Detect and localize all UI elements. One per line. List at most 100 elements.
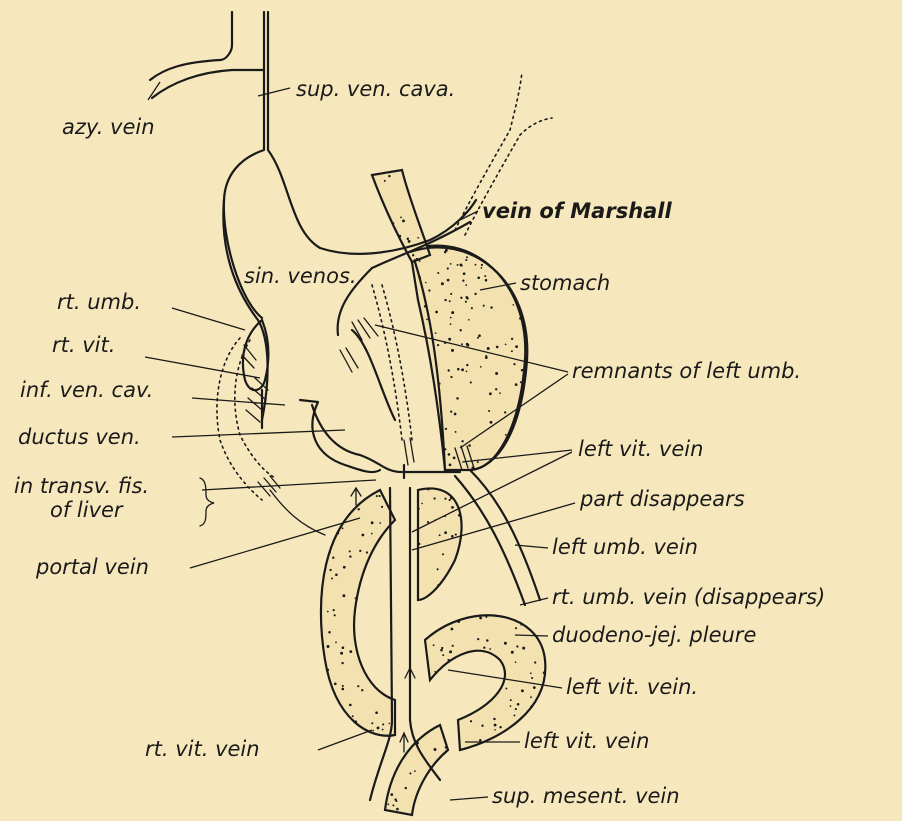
stipple-dot [496, 346, 499, 349]
stipple-dot [445, 249, 448, 252]
label-left-vit-vein-3: left vit. vein [524, 729, 649, 753]
stipple-dot [435, 311, 438, 314]
stipple-dot [512, 304, 514, 306]
leader-rt-umb [172, 308, 245, 330]
stipple-dot [381, 506, 383, 508]
stipple-dot [442, 654, 444, 656]
label-left-umb-vein: left umb. vein [552, 535, 698, 559]
stipple-dot [395, 800, 397, 802]
stipple-dot [349, 650, 352, 653]
stipple-dot [450, 628, 453, 631]
stipple-dot [483, 305, 485, 307]
stipple-dot [378, 495, 380, 497]
stipple-dot [343, 566, 346, 569]
stipple-dot [484, 275, 486, 277]
stipple-dot [534, 661, 536, 663]
stipple-dot [515, 627, 517, 629]
stipple-dot [490, 421, 493, 424]
label-part-disappears: part disappears [579, 487, 745, 511]
transv-fis-branch [270, 490, 325, 535]
stipple-dot [335, 642, 337, 644]
stipple-dot [465, 296, 467, 298]
stipple-dot [398, 235, 401, 238]
stipple-dot [400, 217, 402, 219]
stipple-dot [396, 808, 399, 811]
stipple-dot [349, 704, 352, 707]
stipple-dot [504, 411, 506, 413]
stipple-dot [454, 413, 457, 416]
stipple-dot [357, 508, 359, 510]
stipple-dot [504, 642, 507, 645]
stipple-dot [352, 715, 354, 717]
stipple-dot [460, 329, 462, 331]
stipple-dot [332, 557, 334, 559]
stipple-dot [485, 279, 488, 282]
leader-svc [258, 88, 290, 96]
stipple-dot [465, 259, 467, 261]
label-sup-mesent-vein: sup. mesent. vein [492, 784, 680, 808]
stipple-dot [355, 597, 357, 599]
stipple-dot [416, 258, 418, 260]
stipple-dot [510, 705, 512, 707]
stipple-dot [460, 297, 462, 299]
stipple-dot [474, 293, 476, 295]
stipple-dot [461, 343, 463, 345]
stipple-dot [441, 647, 443, 649]
stipple-dot [379, 522, 381, 524]
stipple-dot [329, 551, 331, 553]
stipple-dot [366, 551, 368, 553]
stipple-dot [479, 739, 482, 742]
stipple-dot [465, 301, 467, 303]
stipple-dot [449, 464, 452, 467]
label-sup-ven-cava: sup. ven. cava. [296, 77, 455, 101]
stipple-dot [447, 279, 450, 282]
flow-arrow-small [400, 733, 408, 752]
stipple-dot [433, 497, 435, 499]
stipple-dot [354, 720, 357, 723]
stipple-dot [495, 372, 498, 375]
stipple-dot [477, 337, 479, 339]
stipple-dot [371, 533, 373, 535]
stipple-dot [371, 521, 374, 524]
label-rt-vit-vein: rt. vit. vein [145, 737, 260, 761]
stipple-dot [448, 338, 451, 341]
stipple-dot [499, 392, 501, 394]
label-duodeno-jej-pleure: duodeno-jej. pleure [552, 623, 756, 647]
stipple-dot [461, 440, 463, 442]
stipple-dot [510, 699, 512, 701]
stipple-dot [530, 706, 533, 709]
stipple-dot [433, 644, 435, 646]
stipple-dot [412, 254, 414, 256]
stipple-dot [418, 543, 420, 545]
stipple-dot [493, 718, 495, 720]
stipple-dot [494, 729, 496, 731]
stipple-dot [382, 729, 384, 731]
stipple-dot [533, 686, 536, 689]
stipple-dot [453, 457, 456, 460]
label-portal-vein: portal vein [35, 555, 149, 579]
stipple-dot [447, 659, 449, 661]
stipple-dot [466, 344, 469, 347]
stipple-dot [450, 376, 452, 378]
stipple-dot [451, 349, 454, 352]
stipple-dot [349, 555, 351, 557]
stipple-dot [392, 804, 394, 806]
stipple-dot [477, 638, 479, 640]
stipple-dot [449, 300, 451, 302]
label-vein-of-marshall: vein of Marshall [482, 199, 673, 223]
label-rt-umb: rt. umb. [57, 290, 141, 314]
stipple-dot [521, 369, 524, 372]
stipple-dot [479, 617, 482, 620]
stipple-dot [515, 383, 518, 386]
stipple-dot [450, 323, 452, 325]
stipple-dot [334, 683, 337, 686]
stipple-dot [335, 574, 338, 577]
stipple-dot [530, 672, 532, 674]
stipple-dot [519, 317, 521, 319]
stipple-dot [445, 750, 447, 752]
stipple-dot [331, 578, 333, 580]
stipple-dot [452, 645, 454, 647]
stipple-dot [470, 381, 472, 383]
label-left-vit-vein-1: left vit. vein [578, 437, 703, 461]
stipple-dot [427, 521, 429, 523]
